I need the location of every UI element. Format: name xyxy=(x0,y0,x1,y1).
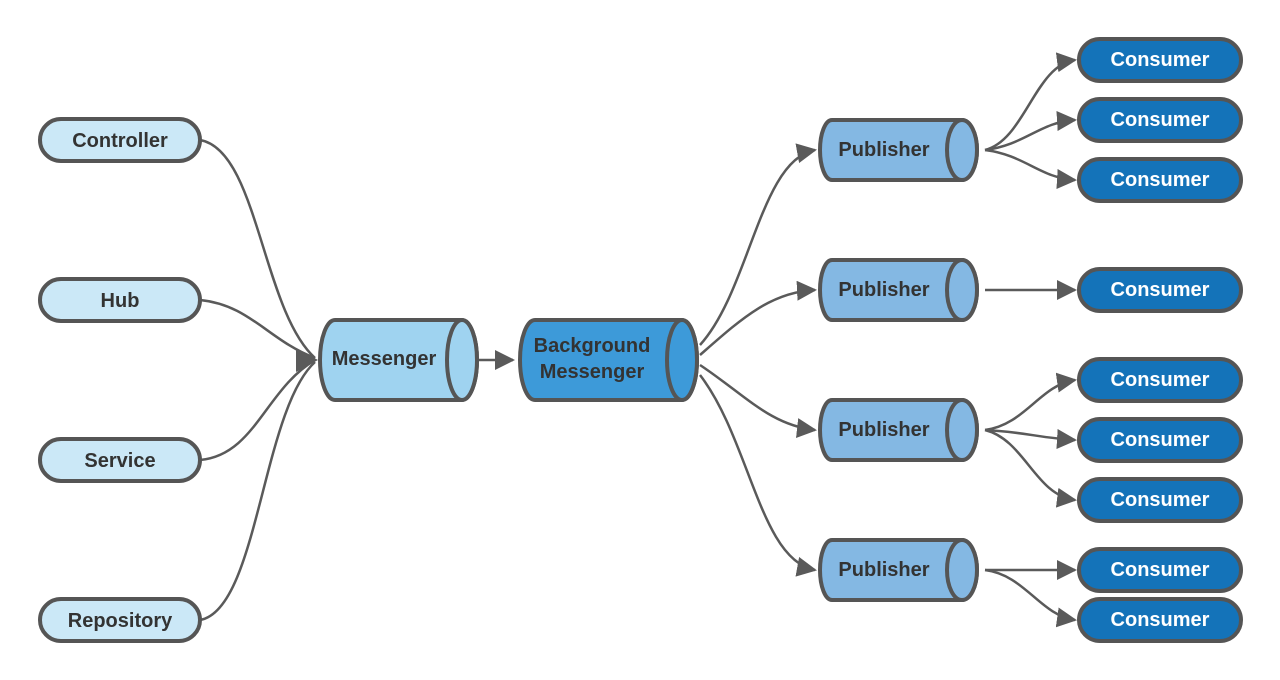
consumer-label: Consumer xyxy=(1111,369,1210,391)
messenger-node[interactable]: Messenger xyxy=(318,318,479,402)
edge-p3-c1 xyxy=(984,372,1077,432)
edge-p1-c1 xyxy=(984,52,1077,152)
publisher-label: Publisher xyxy=(838,279,929,301)
edge-p1-c3 xyxy=(984,148,1077,189)
source-label: Hub xyxy=(101,290,140,312)
publisher-label: Publisher xyxy=(838,559,929,581)
publisher-label: Publisher xyxy=(838,419,929,441)
consumer-node-p1-2[interactable]: Consumer xyxy=(1077,97,1243,143)
edge-repository-messenger xyxy=(199,361,316,622)
publisher-node-1[interactable]: Publisher xyxy=(818,118,979,182)
consumer-label: Consumer xyxy=(1111,169,1210,191)
background-messenger-label-line2: Messenger xyxy=(540,361,645,383)
source-label: Service xyxy=(84,450,155,472)
consumer-node-p4-1[interactable]: Consumer xyxy=(1077,547,1243,593)
consumer-node-p4-2[interactable]: Consumer xyxy=(1077,597,1243,643)
source-label: Repository xyxy=(68,610,173,632)
edge-p1-c2 xyxy=(984,111,1077,152)
edge-background-publisher-4 xyxy=(699,374,817,577)
messenger-label: Messenger xyxy=(332,348,437,370)
consumer-node-p3-3[interactable]: Consumer xyxy=(1077,477,1243,523)
publisher-node-4[interactable]: Publisher xyxy=(818,538,979,602)
merge-arrow-head xyxy=(296,348,318,372)
background-messenger-label-line1: Background xyxy=(534,335,651,357)
source-label: Controller xyxy=(72,130,168,152)
consumer-node-p3-1[interactable]: Consumer xyxy=(1077,357,1243,403)
edge-p3-c2 xyxy=(984,428,1077,449)
edge-background-publisher-2 xyxy=(699,280,817,356)
edge-p3-c3 xyxy=(984,428,1077,508)
edge-background-publisher-1 xyxy=(699,143,817,346)
source-edges xyxy=(199,138,318,622)
publisher-node-2[interactable]: Publisher xyxy=(818,258,979,322)
consumer-label: Consumer xyxy=(1111,49,1210,71)
consumer-label: Consumer xyxy=(1111,279,1210,301)
edge-controller-messenger xyxy=(199,138,316,359)
edge-service-messenger xyxy=(199,358,316,462)
source-node-controller[interactable]: Controller xyxy=(38,117,202,163)
publisher-label: Publisher xyxy=(838,139,929,161)
consumer-node-p1-1[interactable]: Consumer xyxy=(1077,37,1243,83)
source-node-repository[interactable]: Repository xyxy=(38,597,202,643)
consumer-label: Consumer xyxy=(1111,429,1210,451)
edge-p4-c2 xyxy=(984,568,1077,628)
consumer-node-p1-3[interactable]: Consumer xyxy=(1077,157,1243,203)
consumer-label: Consumer xyxy=(1111,489,1210,511)
publisher-edges xyxy=(699,143,817,577)
consumer-label: Consumer xyxy=(1111,109,1210,131)
source-node-hub[interactable]: Hub xyxy=(38,277,202,323)
edge-background-publisher-3 xyxy=(699,363,817,438)
consumer-label: Consumer xyxy=(1111,559,1210,581)
consumer-edges xyxy=(984,52,1077,628)
consumer-node-p3-2[interactable]: Consumer xyxy=(1077,417,1243,463)
consumer-label: Consumer xyxy=(1111,609,1210,631)
publisher-node-3[interactable]: Publisher xyxy=(818,398,979,462)
source-node-service[interactable]: Service xyxy=(38,437,202,483)
consumer-node-p2-1[interactable]: Consumer xyxy=(1077,267,1243,313)
background-messenger-node[interactable]: Background Messenger xyxy=(518,318,699,402)
